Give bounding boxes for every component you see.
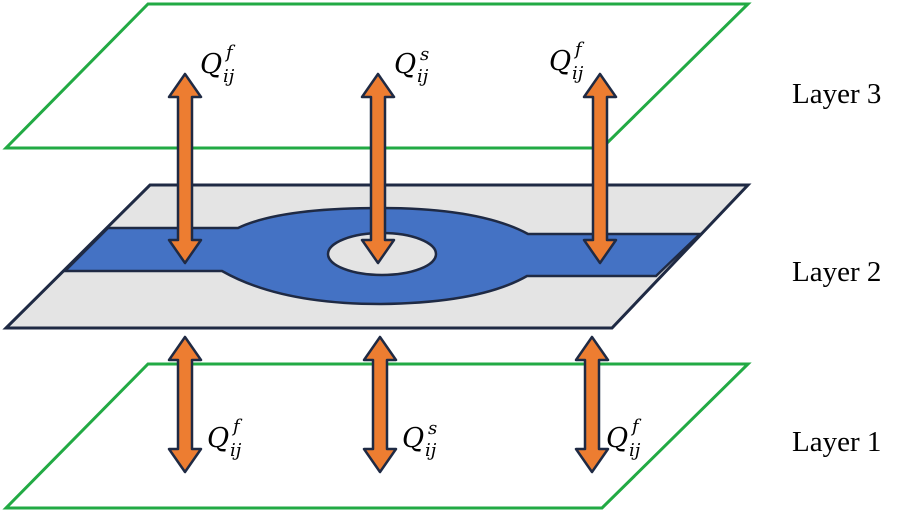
svg-text:Q: Q	[606, 423, 628, 454]
svg-text:Q: Q	[207, 423, 229, 454]
svg-text:f: f	[630, 416, 642, 437]
exchange-arrow	[167, 72, 203, 265]
svg-text:ij: ij	[572, 63, 584, 84]
svg-text:f: f	[573, 39, 585, 60]
flux-label-top-3: Q f ij	[549, 39, 585, 84]
flux-label-top-2: Q s ij	[394, 44, 429, 87]
exchange-arrow	[360, 72, 396, 265]
svg-text:f: f	[224, 42, 236, 63]
exchange-arrow	[574, 335, 610, 474]
svg-text:ij: ij	[425, 440, 437, 461]
flux-label-bottom-2: Q s ij	[402, 418, 437, 461]
svg-text:s: s	[428, 418, 437, 439]
svg-text:Q: Q	[402, 423, 424, 454]
svg-text:ij: ij	[230, 440, 242, 461]
svg-text:Q: Q	[549, 46, 571, 77]
flux-label-top-1: Q f ij	[200, 42, 236, 87]
exchange-arrow	[167, 335, 203, 474]
exchange-arrow	[362, 335, 398, 474]
svg-text:ij: ij	[629, 440, 641, 461]
layer-1-label: Layer 1	[792, 426, 881, 458]
flux-label-bottom-3: Q f ij	[606, 416, 642, 461]
svg-text:Q: Q	[394, 49, 416, 80]
layer-2-label: Layer 2	[792, 256, 881, 288]
layer-1-plane	[2, 362, 752, 510]
svg-text:ij: ij	[417, 66, 429, 87]
exchange-arrow	[582, 72, 618, 265]
svg-text:s: s	[420, 44, 429, 65]
flux-label-bottom-1: Q f ij	[207, 416, 243, 461]
layer-3-label: Layer 3	[792, 78, 881, 110]
svg-text:ij: ij	[223, 66, 235, 87]
svg-text:Q: Q	[200, 49, 222, 80]
svg-text:f: f	[231, 416, 243, 437]
